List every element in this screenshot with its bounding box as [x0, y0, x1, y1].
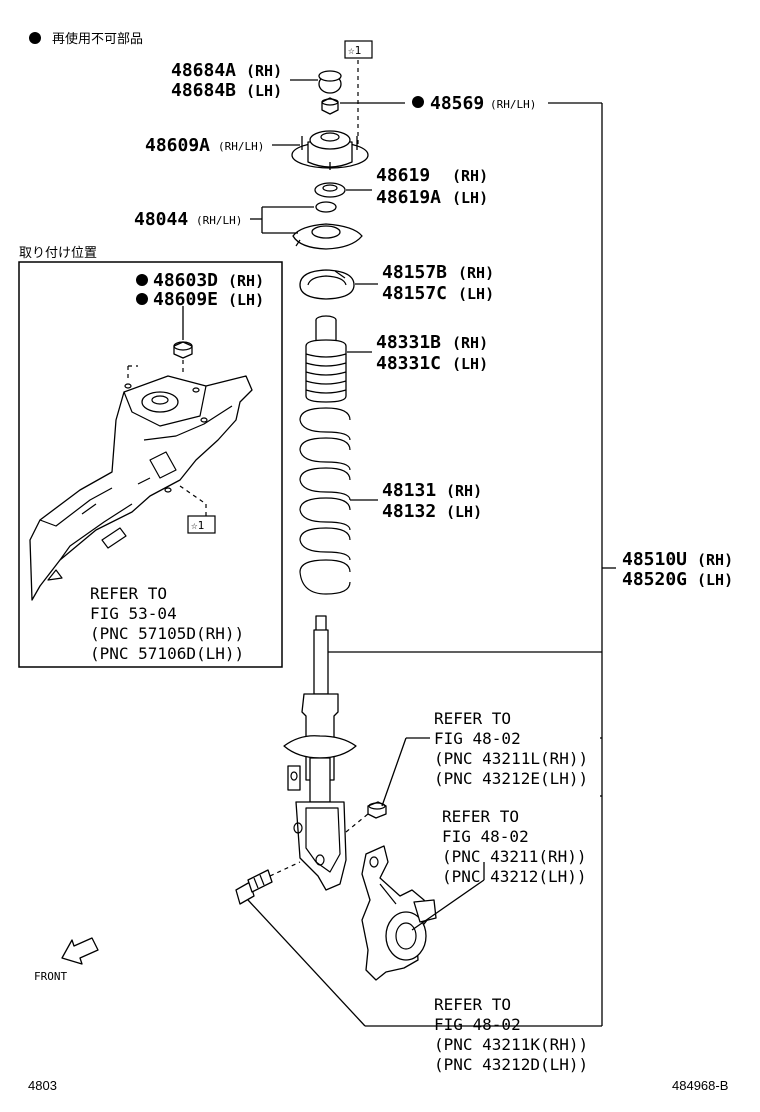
refer-4802b-line4: (PNC 43212(LH))	[442, 867, 587, 886]
front-label: FRONT	[34, 970, 67, 983]
body-panel-drawing	[29, 375, 253, 601]
steering-knuckle-drawing	[361, 845, 437, 981]
refer-4802a-line2: FIG 48-02	[434, 729, 521, 748]
seat-48044-drawing	[292, 201, 363, 250]
refer-4802a-line1: REFER TO	[434, 709, 511, 728]
refer-fig-48-02-nut[interactable]: REFER TO FIG 48-02 (PNC 43211L(RH)) (PNC…	[434, 709, 588, 788]
body-nut-drawing	[173, 341, 193, 359]
detail-box	[18, 261, 283, 668]
star-tag-top-label: ☆1	[348, 44, 361, 57]
label-48044-side: (RH/LH)	[196, 214, 242, 227]
non-reusable-marker-icon	[29, 32, 41, 44]
star-tag-detail-label: ☆1	[191, 519, 204, 532]
label-48684a-side: (RH)	[246, 62, 282, 80]
star-tag-detail: ☆1	[187, 515, 216, 534]
label-48331c-side: (LH)	[452, 355, 488, 373]
label-48684b-side: (LH)	[246, 82, 282, 100]
detail-title: 取り付け位置	[19, 246, 97, 261]
label-48157b-side: (RH)	[458, 264, 494, 282]
label-48157c: 48157C	[382, 283, 447, 304]
assembly-bracket	[328, 102, 616, 1027]
refer-fig-53-04[interactable]: REFER TO FIG 53-04 (PNC 57105D(RH)) (PNC…	[90, 584, 244, 663]
cap-48684-drawing	[318, 70, 342, 94]
label-48684a: 48684A	[171, 60, 236, 81]
label-48520g-side: (LH)	[697, 571, 733, 589]
front-arrow-icon	[61, 937, 99, 965]
boot-48331-drawing	[305, 315, 347, 403]
refer-4802c-line4: (PNC 43212D(LH))	[434, 1055, 588, 1074]
label-48609e: 48609E	[153, 289, 218, 310]
mount-48609a-drawing	[291, 130, 369, 170]
refer-4802a-line3: (PNC 43211L(RH))	[434, 749, 588, 768]
coil-spring-48131-drawing	[299, 407, 351, 595]
refer-5304-line2: FIG 53-04	[90, 604, 177, 623]
refer-4802c-line3: (PNC 43211K(RH))	[434, 1035, 588, 1054]
label-48157c-side: (LH)	[458, 285, 494, 303]
refer-4802c-line2: FIG 48-02	[434, 1015, 521, 1034]
label-48132: 48132	[382, 501, 436, 522]
label-48569-side: (RH/LH)	[490, 98, 536, 111]
label-48619a-side: (LH)	[452, 189, 488, 207]
footer-left-code: 4803	[28, 1078, 57, 1093]
refer-4802a-line4: (PNC 43212E(LH))	[434, 769, 588, 788]
strut-shock-absorber-drawing	[283, 615, 357, 891]
label-48609e-side: (LH)	[228, 291, 264, 309]
label-48520g: 48520G	[622, 569, 687, 590]
label-48609a-side: (RH/LH)	[218, 140, 264, 153]
label-48684b: 48684B	[171, 80, 236, 101]
label-48569: 48569	[430, 93, 484, 114]
non-reusable-marker-icon	[136, 274, 148, 286]
label-48331c: 48331C	[376, 353, 441, 374]
insulator-48157-drawing	[299, 269, 355, 300]
refer-4802b-line3: (PNC 43211(RH))	[442, 847, 587, 866]
label-48510u-side: (RH)	[697, 551, 733, 569]
label-48131-side: (RH)	[446, 482, 482, 500]
refer-4802c-line1: REFER TO	[434, 995, 511, 1014]
label-48619: 48619	[376, 165, 430, 186]
refer-5304-line4: (PNC 57106D(LH))	[90, 644, 244, 663]
label-48603d: 48603D	[153, 270, 218, 291]
non-reusable-marker-icon	[412, 96, 424, 108]
label-48603d-side: (RH)	[228, 272, 264, 290]
label-48157b: 48157B	[382, 262, 447, 283]
bearing-48619-drawing	[314, 182, 346, 198]
refer-5304-line3: (PNC 57105D(RH))	[90, 624, 244, 643]
label-48132-side: (LH)	[446, 503, 482, 521]
refer-5304-line1: REFER TO	[90, 584, 167, 603]
label-48044: 48044	[134, 209, 188, 230]
star-tag-top: ☆1	[344, 40, 373, 59]
label-48331b: 48331B	[376, 332, 441, 353]
refer-fig-48-02-bolt[interactable]: REFER TO FIG 48-02 (PNC 43211K(RH)) (PNC…	[434, 995, 588, 1074]
knuckle-nut-drawing	[367, 801, 387, 819]
label-48131: 48131	[382, 480, 436, 501]
non-reusable-marker-icon	[136, 293, 148, 305]
refer-4802b-line2: FIG 48-02	[442, 827, 529, 846]
legend-text: 再使用不可部品	[52, 31, 143, 47]
label-48609a: 48609A	[145, 135, 210, 156]
label-48619a: 48619A	[376, 187, 441, 208]
footer-right-code: 484968-B	[672, 1078, 728, 1093]
knuckle-bolt-drawing	[235, 869, 273, 905]
label-48619-side: (RH)	[452, 167, 488, 185]
refer-fig-48-02-knuckle[interactable]: REFER TO FIG 48-02 (PNC 43211(RH)) (PNC …	[442, 807, 587, 886]
label-48331b-side: (RH)	[452, 334, 488, 352]
label-48510u: 48510U	[622, 549, 687, 570]
refer-4802b-line1: REFER TO	[442, 807, 519, 826]
nut-48569-drawing	[321, 97, 339, 115]
